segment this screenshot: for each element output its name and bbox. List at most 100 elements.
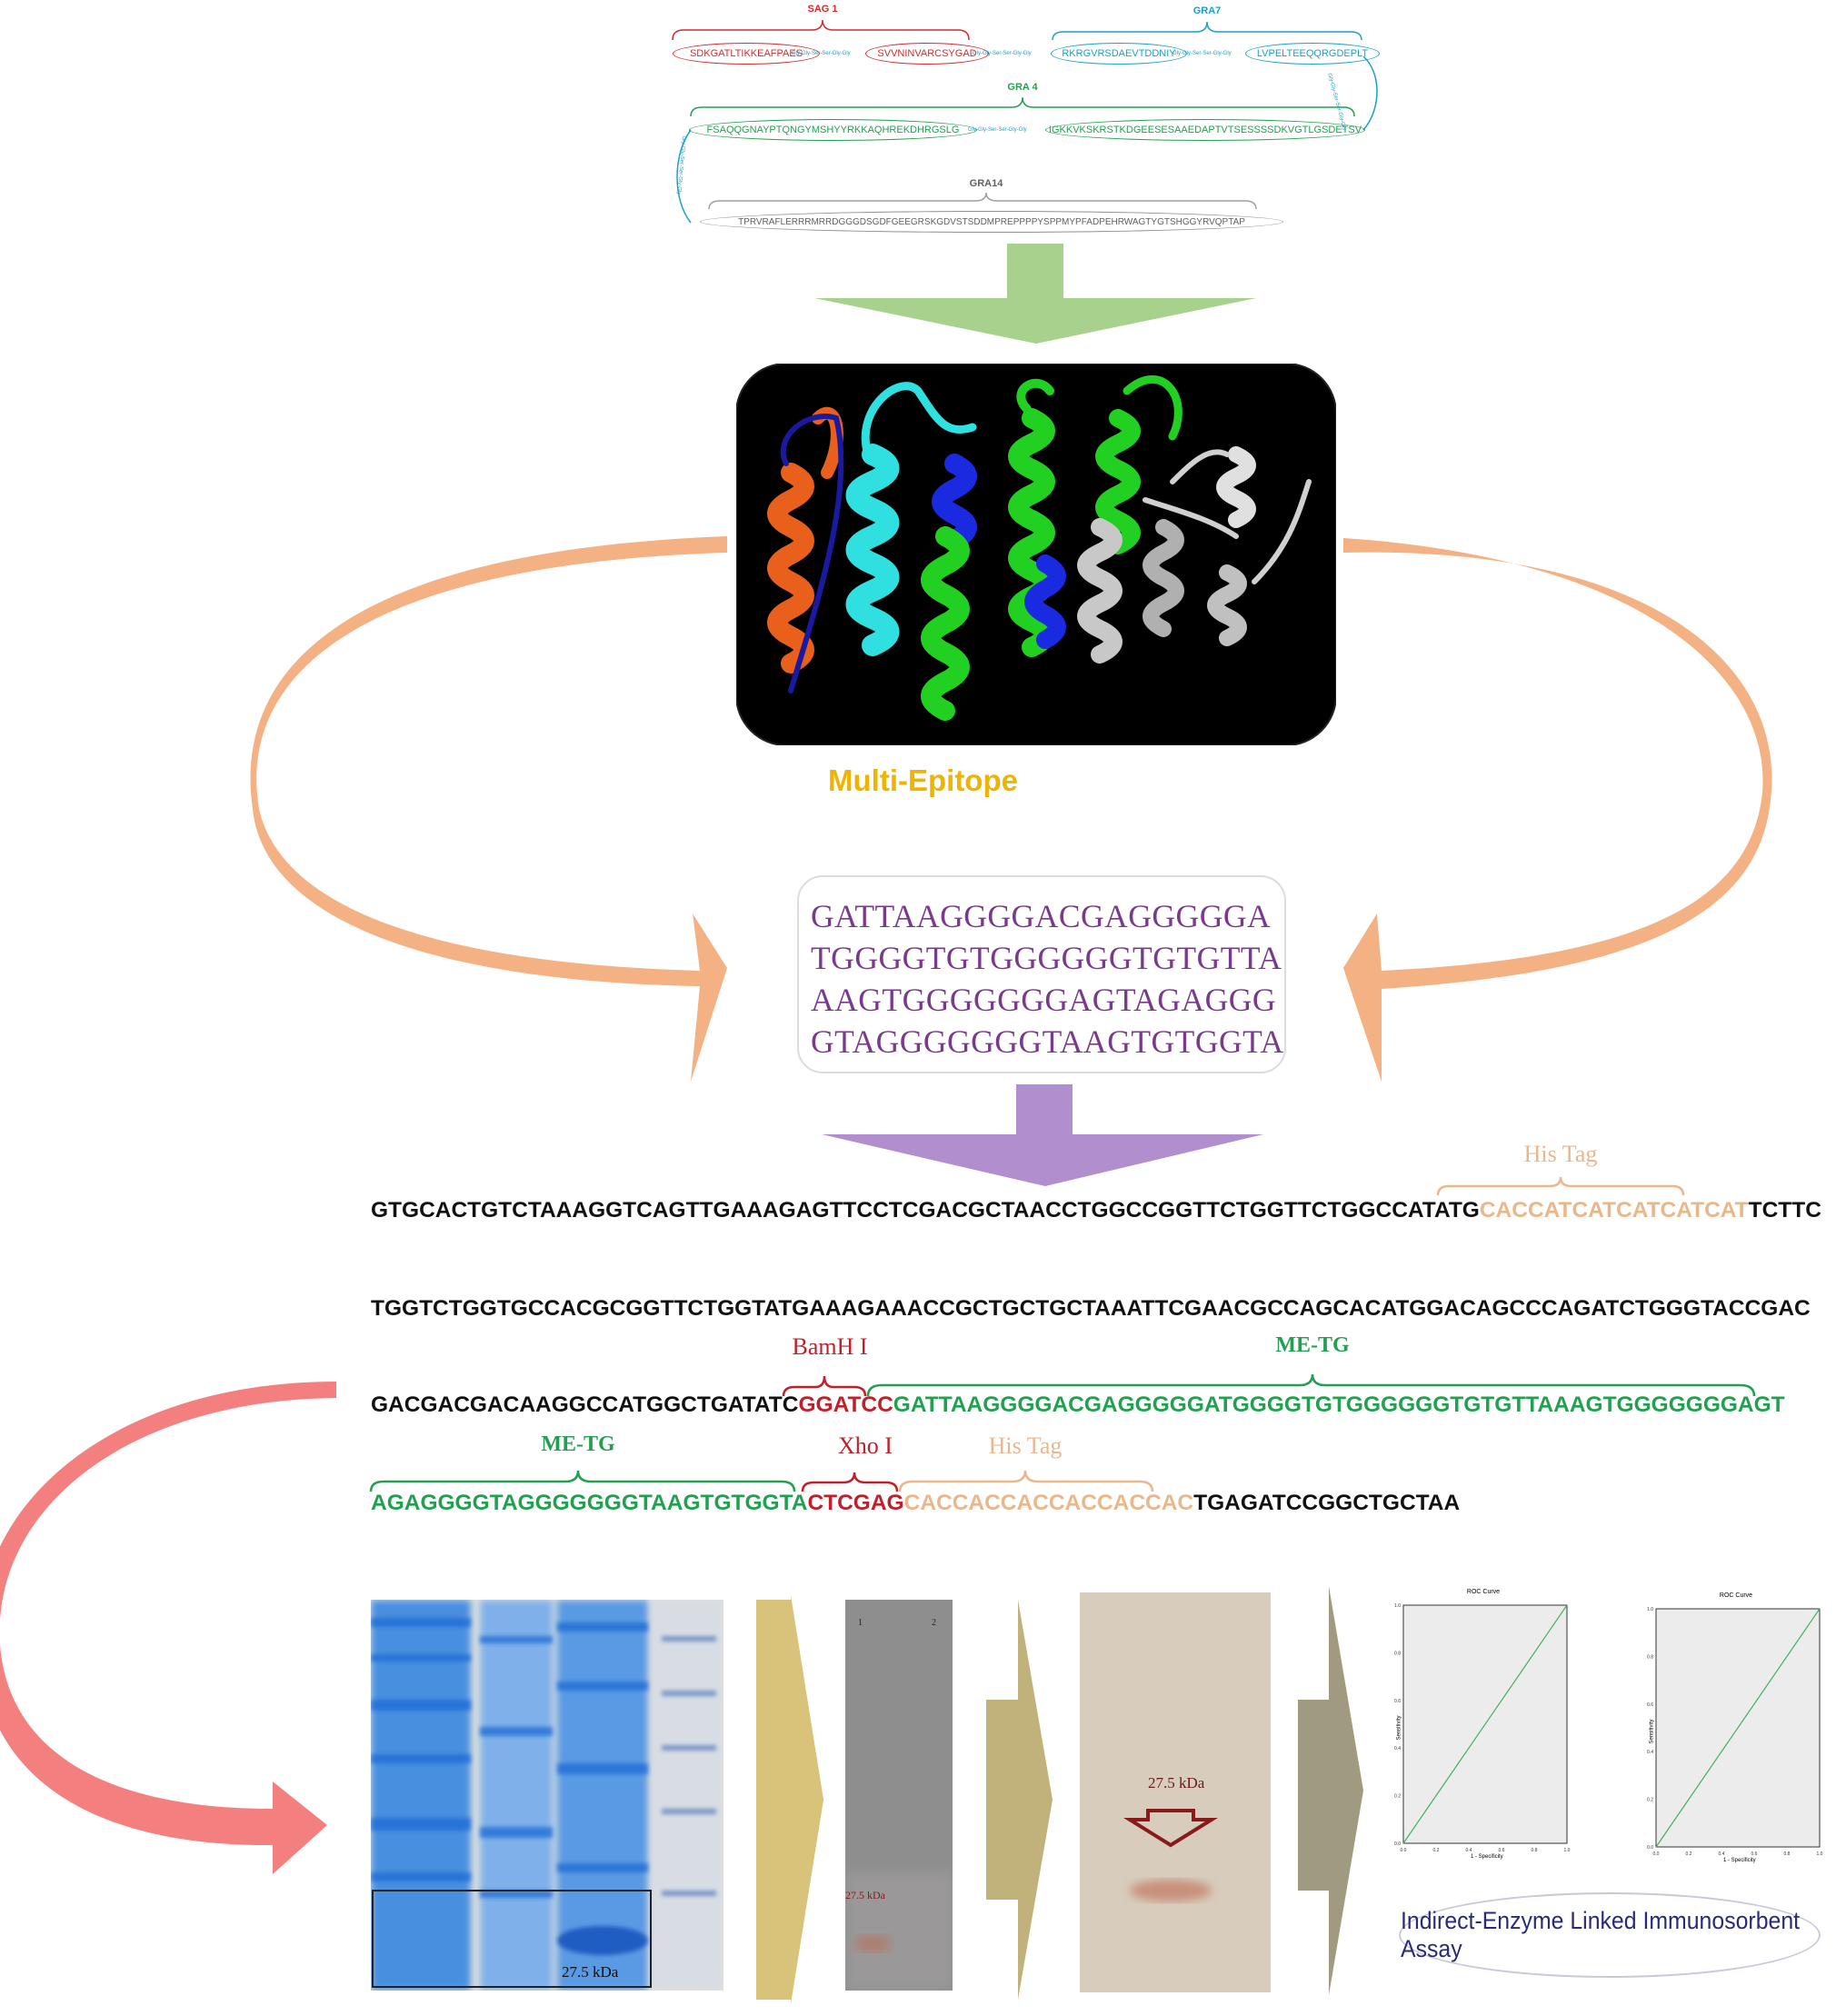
pink-curved-arrow bbox=[0, 1382, 336, 1874]
linker-3: Gly-Gly-Ser-Ser-Gly-Gly bbox=[1172, 51, 1232, 56]
construct-line2-segment-0: TGGTCTGGTGCCACGCGGTTCTGGTATGAAAGAAACCGCT… bbox=[371, 1296, 1811, 1321]
helix-gray-2 bbox=[1143, 519, 1184, 637]
sequence-line-3: AAGTGGGGGGGAGTAGAGGG bbox=[811, 982, 1276, 1018]
roc-xlabel-1: 1 - Specificity bbox=[1471, 1854, 1503, 1860]
peptide-3: RKRGVRSDAEVTDDNIY bbox=[1051, 43, 1187, 65]
construct-line-3: GACGACGACAAGGCCATGGCTGATATCGGATCCGATTAAG… bbox=[371, 1392, 1785, 1418]
sds-band-label: 27.5 kDa bbox=[562, 1963, 619, 1981]
construct-line1-segment-1: CACCATCATCATCATCAT bbox=[1479, 1198, 1749, 1223]
brace-me-tg-2 bbox=[369, 1470, 796, 1492]
roc-ytick: 0.0 bbox=[1394, 1841, 1401, 1847]
western-blot: 1 2 27.5 kDa bbox=[845, 1600, 953, 1991]
epitope-sequence-box: GATTAAGGGGACGAGGGGGA TGGGGTGTGGGGGGTGTGT… bbox=[797, 875, 1286, 1073]
construct-line4-segment-2: CACCACCACCACCACCAC bbox=[903, 1491, 1194, 1515]
protein-structure-image bbox=[736, 364, 1336, 745]
construct-line3-segment-1: GGATCC bbox=[798, 1392, 893, 1417]
brace-bamh1 bbox=[782, 1375, 867, 1397]
roc-xtick: 0.4 bbox=[1466, 1848, 1472, 1853]
annotation-bamh1: BamH I bbox=[792, 1333, 868, 1360]
construct-line-4: AGAGGGGTAGGGGGGGTAAGTGTGGTACTCGAGCACCACC… bbox=[371, 1491, 1460, 1516]
construct-braces bbox=[369, 1176, 1756, 1492]
helix-green-2 bbox=[1008, 408, 1055, 657]
sds-page-gel: 27.5 kDa bbox=[371, 1600, 723, 1991]
gold-chevron-1b bbox=[791, 1595, 823, 2004]
helix-gray-1 bbox=[1077, 518, 1123, 664]
roc-panel-1: ROC Curve Sensitivity 1 - Specificity 0.… bbox=[1391, 1589, 1582, 1861]
connector-left bbox=[676, 129, 692, 224]
peptide-4: LVPELTEEQQRGDEPLT bbox=[1245, 43, 1380, 65]
sequence-line-1: GATTAAGGGGACGAGGGGGA bbox=[811, 898, 1272, 934]
roc-curve bbox=[1655, 1608, 1821, 1848]
sequence-line-4: GTAGGGGGGGTAAGTGTGGTA bbox=[811, 1023, 1284, 1060]
construct-line4-segment-3: TGAGATCCGGCTGCTAA bbox=[1193, 1491, 1461, 1515]
roc-xtick: 1.0 bbox=[1817, 1851, 1823, 1857]
purple-down-arrow bbox=[822, 1084, 1263, 1186]
roc-ytick: 0.0 bbox=[1647, 1845, 1653, 1851]
roc-ytick: 0.6 bbox=[1394, 1699, 1401, 1704]
roc-xtick: 0.2 bbox=[1433, 1848, 1440, 1853]
brace-sag1 bbox=[672, 19, 970, 41]
roc-title-2: ROC Curve bbox=[1719, 1592, 1753, 1599]
brace-gra14 bbox=[708, 192, 1257, 210]
segment-label-gra4: GRA 4 bbox=[1007, 82, 1038, 93]
annotation-his-tag-2: His Tag bbox=[988, 1432, 1063, 1459]
roc-xtick: 0.6 bbox=[1499, 1848, 1505, 1853]
roc-xtick: 0.4 bbox=[1719, 1851, 1725, 1857]
down-arrow-icon bbox=[1123, 1809, 1218, 1848]
multi-epitope-title: Multi-Epitope bbox=[828, 763, 1018, 797]
roc-panel-2: ROC Curve Sensitivity 1 - Specificity 0.… bbox=[1643, 1592, 1834, 1865]
linker-1: Gly-Gly-Ser-Ser-Gly-Gly bbox=[792, 51, 851, 56]
roc-curve bbox=[1402, 1604, 1568, 1844]
linker-5: Gly-Gly-Ser-Ser-Gly-Gly bbox=[968, 127, 1027, 133]
helix-orange bbox=[767, 463, 814, 674]
green-down-arrow bbox=[814, 244, 1256, 344]
western-lane-1: 1 bbox=[858, 1618, 863, 1628]
immunoblot: 27.5 kDa bbox=[1080, 1592, 1271, 1992]
roc-ytick: 0.4 bbox=[1394, 1746, 1401, 1752]
construct-line3-segment-0: GACGACGACAAGGCCATGGCTGATATC bbox=[371, 1392, 799, 1417]
roc-ytick: 0.4 bbox=[1647, 1750, 1653, 1755]
immunoblot-band bbox=[1080, 1592, 1271, 1992]
construct-line-2: TGGTCTGGTGCCACGCGGTTCTGGTATGAAAGAAACCGCT… bbox=[371, 1296, 1811, 1322]
roc-ytick: 0.8 bbox=[1647, 1654, 1653, 1660]
brace-his-tag-2 bbox=[898, 1470, 1154, 1492]
brace-gra7 bbox=[1052, 21, 1362, 41]
gray-chevron-3 bbox=[1298, 1586, 1363, 1995]
construct-line1-segment-2: TCTTC bbox=[1748, 1198, 1821, 1223]
roc-title-1: ROC Curve bbox=[1466, 1589, 1501, 1595]
roc-xtick: 0.6 bbox=[1751, 1851, 1758, 1857]
construct-line-1: GTGCACTGTCTAAAGGTCAGTTGAAAGAGTTCCTCGACGC… bbox=[371, 1198, 1821, 1223]
construct-line4-segment-0: AGAGGGGTAGGGGGGGTAAGTGTGGTA bbox=[371, 1491, 808, 1515]
sequence-line-2: TGGGGTGTGGGGGGTGTGTTA bbox=[811, 940, 1282, 976]
segment-label-sag1: SAG 1 bbox=[807, 4, 838, 15]
left-peach-arc bbox=[250, 536, 727, 1082]
helix-cyan bbox=[845, 444, 900, 656]
linker-2: Gly-Gly-Ser-Ser-Gly-Gly bbox=[973, 51, 1032, 56]
roc-ytick: 0.8 bbox=[1394, 1651, 1401, 1656]
western-lane-2: 2 bbox=[932, 1618, 936, 1628]
peptide-7: TPRVRAFLERRRMRRDGGGDSGDFGEEGRSKGDVSTSDDM… bbox=[700, 211, 1283, 233]
helix-green-1 bbox=[921, 526, 970, 721]
construct-line4-segment-1: CTCGAG bbox=[807, 1491, 904, 1515]
helix-blue bbox=[932, 454, 977, 550]
connector-right bbox=[1362, 55, 1378, 131]
peptide-6: IGKKVKSKRSTKDGEESESAAEDAPTVTSESSSSDKVGTL… bbox=[1045, 119, 1365, 141]
coil-blue-1 bbox=[780, 414, 844, 694]
peptide-2: SVVNINVARCSYGAD bbox=[865, 43, 989, 65]
roc-ytick: 0.2 bbox=[1647, 1798, 1653, 1803]
roc-xtick: 0.0 bbox=[1401, 1848, 1407, 1853]
roc-ytick: 0.2 bbox=[1394, 1794, 1401, 1800]
helix-blue-2 bbox=[1024, 554, 1066, 649]
roc-ytick: 0.6 bbox=[1647, 1702, 1653, 1708]
brace-me-tg-1 bbox=[866, 1373, 1756, 1397]
elisa-label: Indirect-Enzyme Linked Immunosorbent Ass… bbox=[1399, 1892, 1821, 1978]
annotation-me-tg-1: ME-TG bbox=[1275, 1333, 1350, 1357]
olive-chevron-2 bbox=[986, 1600, 1053, 2000]
construct-line1-segment-0: GTGCACTGTCTAAAGGTCAGTTGAAAGAGTTCCTCGACGC… bbox=[371, 1198, 1480, 1223]
sds-page-lanes bbox=[371, 1600, 723, 1991]
helix-green-3 bbox=[1095, 409, 1141, 554]
segment-braces bbox=[672, 19, 1378, 224]
